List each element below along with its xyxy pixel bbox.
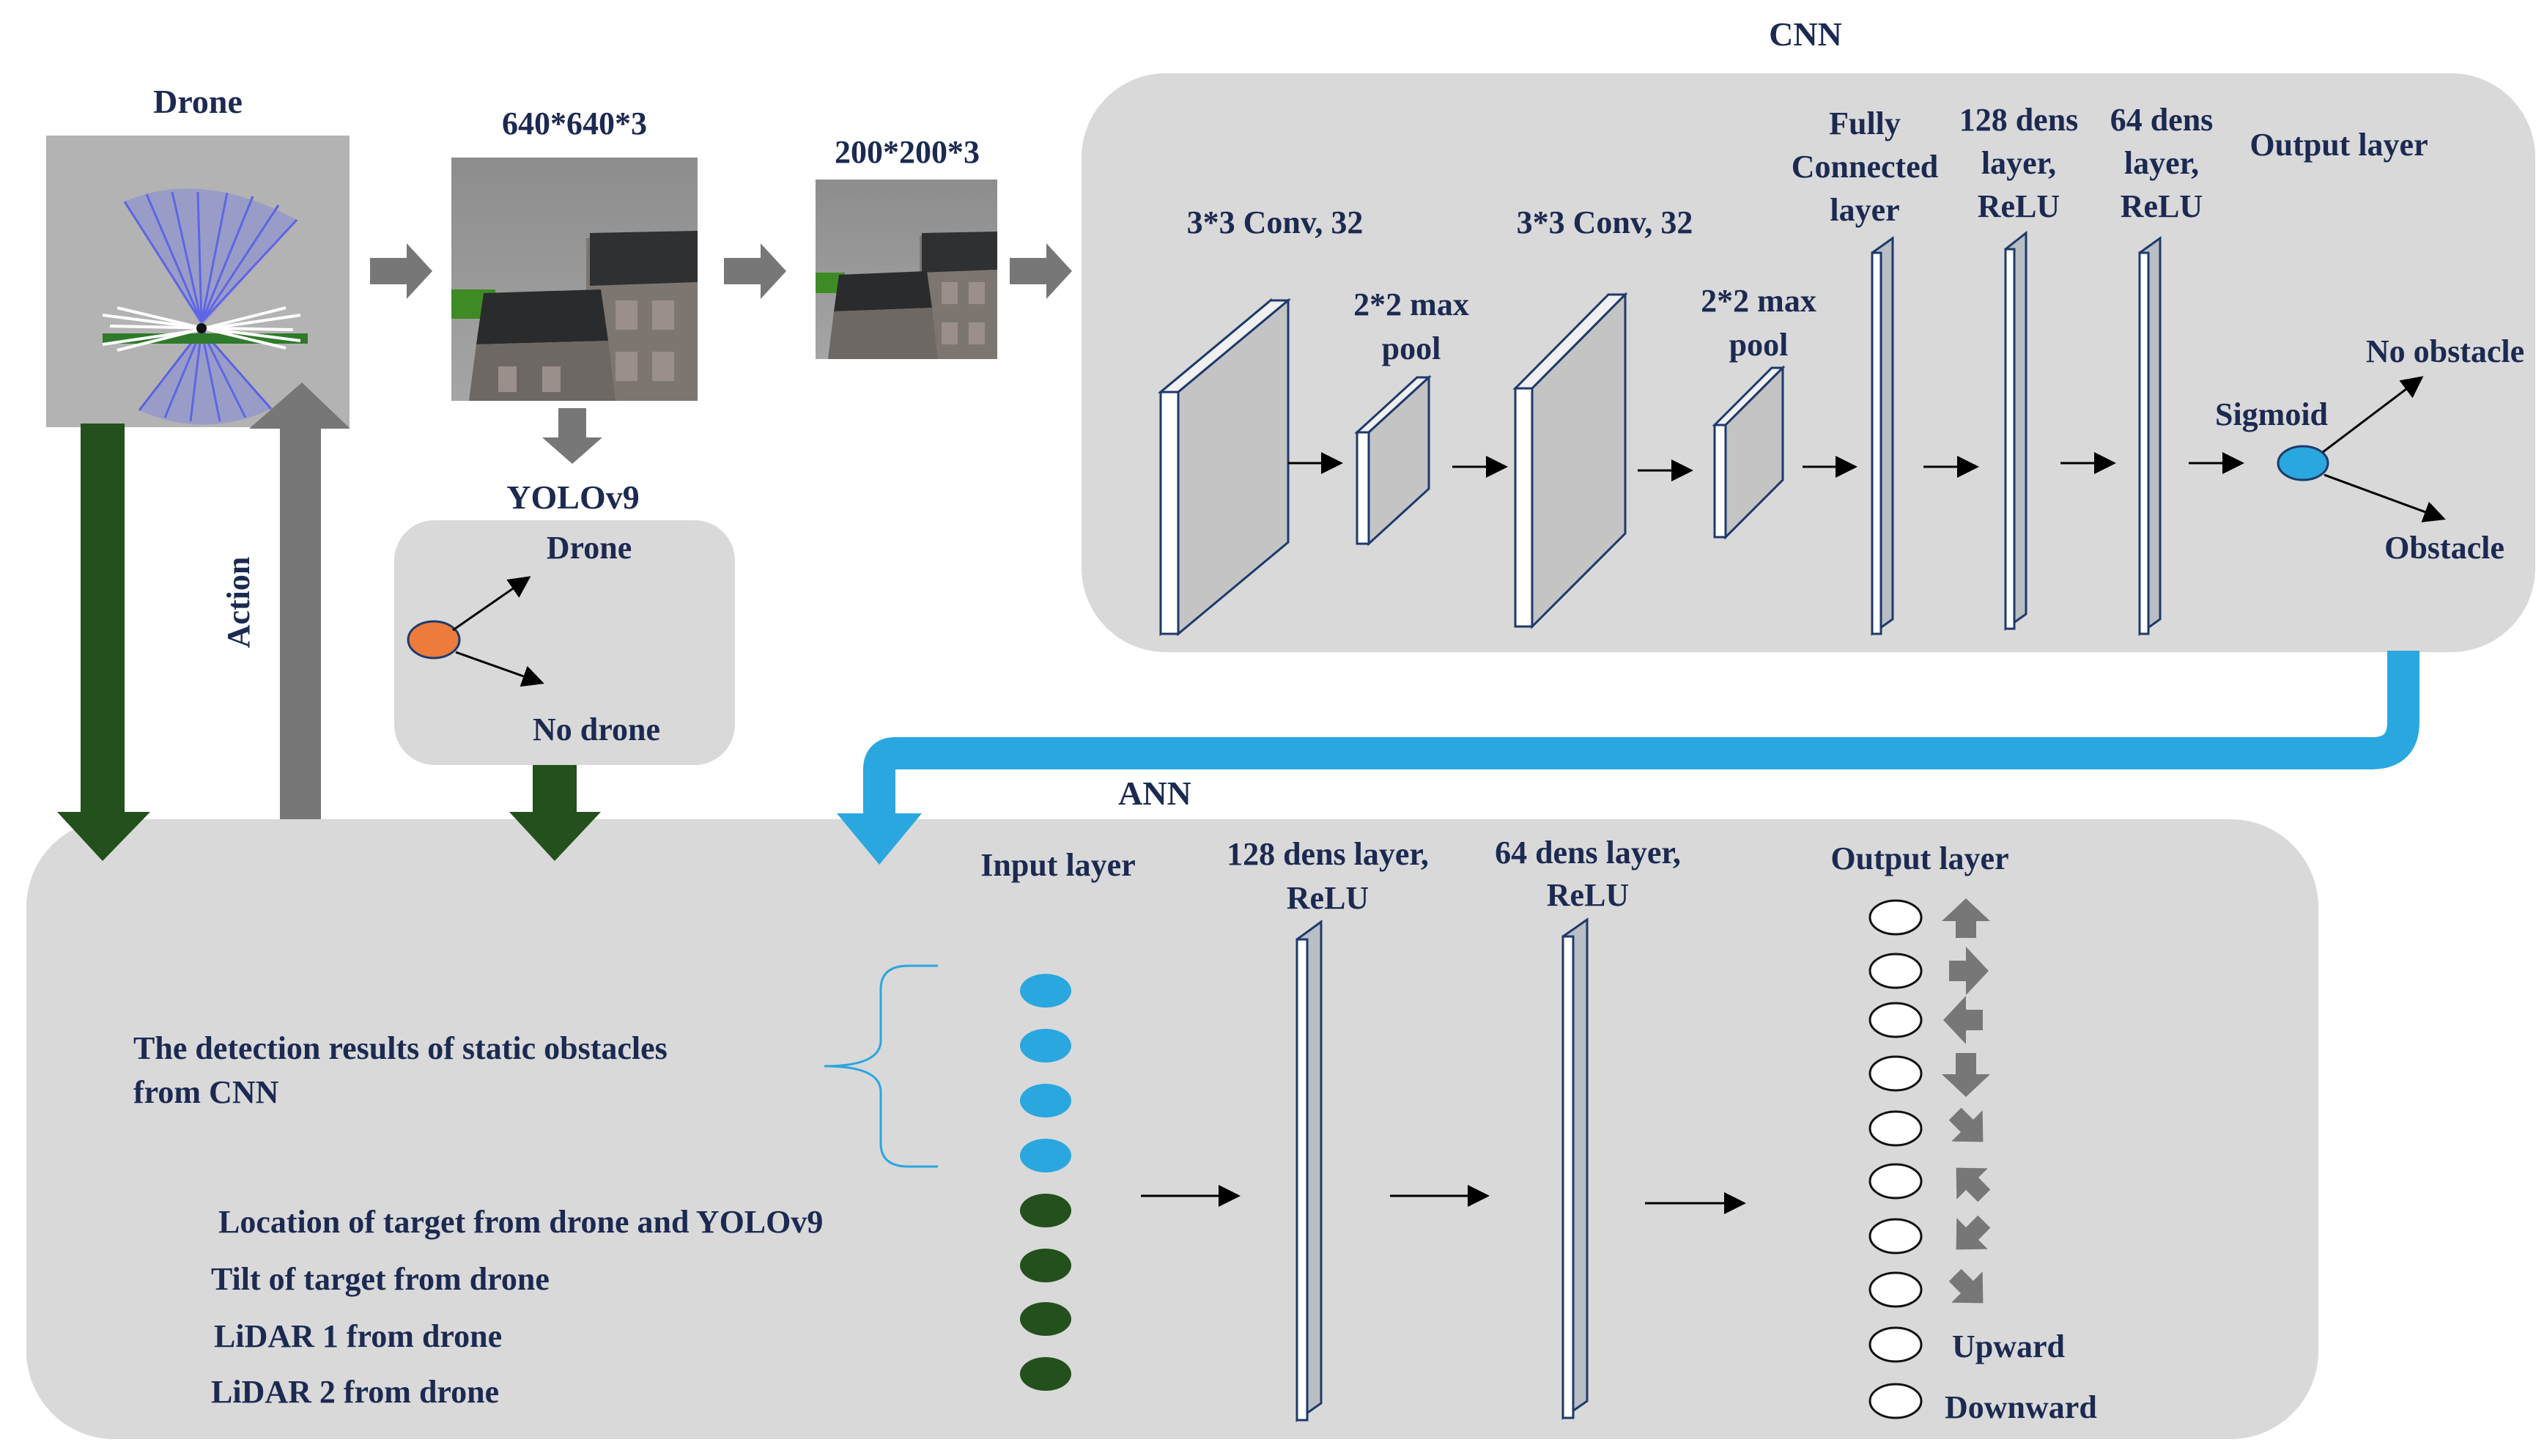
output-node-4: [1868, 1055, 1923, 1092]
output-label-downward: Downward: [1945, 1389, 2097, 1425]
ann-panel: [26, 819, 2318, 1439]
cnn-title: CNN: [1769, 15, 1842, 53]
yolo-node: [407, 620, 461, 659]
pool1-label-line1: 2*2 max: [1353, 287, 1469, 322]
output-node-3: [1868, 1002, 1923, 1038]
camera-frame-200: [816, 180, 997, 359]
cnn-dense128-line3: ReLU: [1978, 188, 2060, 224]
cnn-dense64-line2: layer,: [2124, 145, 2199, 181]
arrow-down-icon: [1942, 1053, 1990, 1097]
arrow-right-icon: [1949, 947, 1989, 995]
input-node-cnn-1: [1020, 974, 1071, 1008]
input-label-tilt: Tilt of target from drone: [211, 1261, 550, 1297]
ann-dense128-line1: 128 dens layer,: [1227, 836, 1429, 872]
yolo-panel: [394, 520, 735, 765]
cnn-panel: [1082, 73, 2535, 652]
output-node-upward: [1868, 1326, 1923, 1363]
output-node-1: [1868, 899, 1923, 936]
sigmoid-label: Sigmoid: [2215, 396, 2328, 432]
camera-frame-640: [451, 158, 698, 401]
cnn-dense128-line1: 128 dens: [1959, 102, 2079, 138]
cnn-dense64-layer: [2138, 236, 2162, 636]
sigmoid-node: [2277, 445, 2329, 481]
input-node-location: [1020, 1194, 1071, 1227]
ann-dense128-line2: ReLU: [1287, 880, 1369, 916]
action-arrow: [249, 383, 350, 819]
cnn-dense128-layer: [2004, 230, 2027, 631]
yolo-out-no-drone: No drone: [533, 712, 660, 747]
cnn-fc-layer: [1871, 236, 1894, 636]
conv2-block: [1512, 292, 1628, 629]
cnn-inputs-label-line2: from CNN: [133, 1074, 279, 1110]
ann-dense64-line1: 64 dens layer,: [1495, 835, 1681, 871]
input-node-lidar1: [1020, 1302, 1071, 1336]
ann-input-layer-label: Input layer: [980, 847, 1135, 883]
fc-label-line3: layer: [1830, 192, 1899, 228]
input-label-lidar2: LiDAR 2 from drone: [211, 1374, 499, 1410]
input-node-cnn-4: [1020, 1139, 1071, 1172]
ann-dense64-layer: [1561, 917, 1589, 1420]
img1-dims-label: 640*640*3: [502, 106, 647, 141]
conv2-label: 3*3 Conv, 32: [1517, 204, 1693, 240]
ann-output-layer-label: Output layer: [1830, 840, 2008, 876]
cnn-dense64-line1: 64 dens: [2110, 102, 2214, 138]
arrow-down-right-icon: [1948, 1107, 1984, 1142]
input-label-location: Location of target from drone and YOLOv9: [218, 1204, 823, 1240]
arrow-up-left-icon: [1956, 1167, 1991, 1202]
ann-dense128-layer: [1295, 920, 1323, 1422]
input-node-cnn-3: [1020, 1084, 1071, 1117]
arrow-up-icon: [1942, 898, 1990, 938]
arrow-down-left-icon: [1956, 1215, 1991, 1250]
output-node-5: [1868, 1110, 1923, 1147]
yolo-out-drone: Drone: [547, 530, 632, 566]
arrow-left-icon: [1943, 996, 1983, 1044]
ann-output-nodes: [1868, 899, 1923, 1419]
pool2-block: [1712, 365, 1786, 540]
ann-dense64-line2: ReLU: [1547, 877, 1629, 913]
input-node-tilt: [1020, 1249, 1071, 1282]
conv1-block: [1157, 298, 1292, 637]
arrow-drone-to-img1: [370, 243, 432, 299]
pool2-label-line2: pool: [1729, 327, 1789, 363]
pool2-label-line1: 2*2 max: [1701, 283, 1816, 319]
cnn-output-layer-label: Output layer: [2250, 127, 2428, 163]
pool1-block: [1354, 374, 1432, 547]
arrow-img2-to-cnn: [1010, 243, 1072, 299]
output-node-2: [1868, 953, 1923, 989]
output-node-downward: [1868, 1383, 1923, 1419]
arrow-down-right-icon-2: [1948, 1268, 1984, 1304]
arrow-img1-to-yolo: [542, 408, 602, 464]
cyan-arrow-cnn-to-ann: [863, 651, 2420, 813]
output-node-6: [1868, 1163, 1923, 1200]
arrow-img1-to-img2: [724, 243, 786, 299]
green-arrow-drone-to-ann: [57, 424, 150, 861]
output-node-7: [1868, 1218, 1923, 1254]
input-label-lidar1: LiDAR 1 from drone: [214, 1318, 502, 1354]
yolo-title: YOLOv9: [506, 478, 639, 516]
fc-label-line2: Connected: [1792, 149, 1938, 185]
cnn-dense64-line3: ReLU: [2121, 188, 2203, 224]
output-node-8: [1868, 1271, 1923, 1308]
ann-input-nodes: [1020, 974, 1071, 1391]
ann-title: ANN: [1118, 775, 1191, 812]
cnn-inputs-label-line1: The detection results of static obstacle…: [133, 1030, 668, 1066]
fc-label-line1: Fully: [1829, 106, 1901, 141]
cnn-out-obstacle: Obstacle: [2384, 530, 2505, 566]
cnn-inputs-brace: [824, 964, 938, 1168]
cnn-out-no-obstacle: No obstacle: [2366, 333, 2524, 369]
pool1-label-line2: pool: [1382, 330, 1441, 366]
input-node-lidar2: [1020, 1357, 1071, 1391]
conv1-label: 3*3 Conv, 32: [1187, 204, 1364, 240]
drone-image: [46, 136, 350, 427]
input-node-cnn-2: [1020, 1029, 1071, 1063]
output-label-upward: Upward: [1952, 1328, 2065, 1364]
green-arrow-yolo-to-ann: [509, 765, 601, 861]
action-label: Action: [221, 557, 256, 648]
cnn-dense128-line2: layer,: [1981, 145, 2056, 181]
drone-title: Drone: [153, 83, 243, 120]
img2-dims-label: 200*200*3: [835, 134, 980, 170]
